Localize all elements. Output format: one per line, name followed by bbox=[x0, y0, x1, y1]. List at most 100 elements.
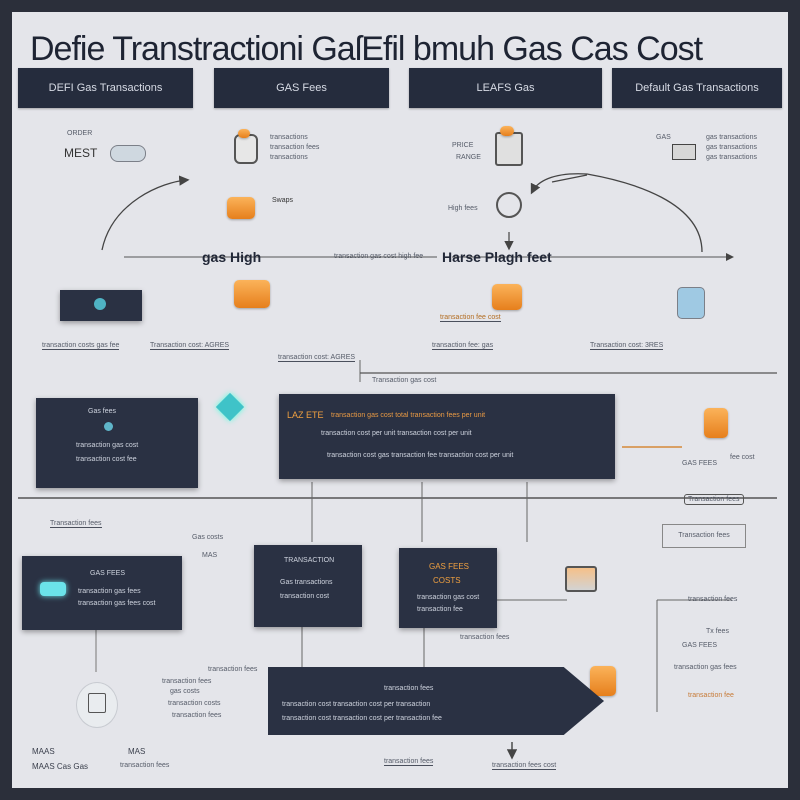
arrow-summary-panel: transaction fees transaction cost transa… bbox=[268, 667, 604, 735]
transaction-card-line: transaction cost bbox=[280, 593, 329, 600]
bottom-left-1: transaction fees bbox=[162, 678, 211, 685]
gas-coin-icon bbox=[500, 126, 514, 136]
lower-left-label-3: MAS bbox=[202, 552, 217, 559]
right-side-label1: GAS FEES bbox=[682, 460, 717, 467]
right-stack-3: GAS FEES bbox=[682, 642, 717, 649]
arrow-panel-title: transaction fees bbox=[384, 685, 433, 692]
gas-high-label: gas High bbox=[202, 249, 261, 265]
range-label: RANGE bbox=[456, 154, 481, 161]
token-icon bbox=[94, 298, 106, 310]
tab-leafs-gas[interactable]: LEAFS Gas bbox=[409, 68, 602, 108]
row-text-5: Transaction cost: 3RES bbox=[590, 342, 663, 350]
cube-icon bbox=[76, 682, 118, 728]
mest-label: MEST bbox=[64, 146, 97, 160]
mid-caption: transaction gas cost high fee bbox=[334, 253, 423, 260]
row-text-3: transaction cost: AGRES bbox=[278, 354, 355, 362]
gas-fees-panel: Gas fees transaction gas cost transactio… bbox=[36, 398, 198, 488]
tab-default-transactions[interactable]: Default Gas Transactions bbox=[612, 68, 782, 108]
row-text-4: transaction fee: gas bbox=[432, 342, 493, 350]
right-desc-2: gas transactions bbox=[706, 144, 757, 151]
gas-costs-card-title: GAS FEES bbox=[429, 562, 469, 571]
bottom-right-coin-icon bbox=[590, 666, 616, 696]
left-desc-3: transactions bbox=[270, 154, 308, 161]
right-tag-box: Transaction fees bbox=[662, 524, 746, 548]
gas-fees-card: GAS FEES transaction gas fees transactio… bbox=[22, 556, 182, 630]
center-panel-title-tail: transaction gas cost total transaction f… bbox=[331, 412, 485, 419]
row-text-1: transaction costs gas fee bbox=[42, 342, 119, 350]
bottom-label-fees: transaction fees bbox=[120, 762, 169, 769]
right-coin-icon bbox=[704, 408, 728, 438]
harse-high-label: Harse Plagh feet bbox=[442, 249, 552, 265]
gas-label: GAS bbox=[656, 134, 671, 141]
order-label: ORDER bbox=[67, 130, 92, 137]
right-stack-5: transaction fee bbox=[688, 692, 734, 699]
left-desc-2: transaction fees bbox=[270, 144, 319, 151]
diagram-canvas: Defie Transtractioni GaſEfil bmuh Gas Ca… bbox=[12, 12, 788, 788]
bottom-left-2: gas costs bbox=[170, 688, 200, 695]
gauge-icon bbox=[496, 192, 522, 218]
right-desc-3: gas transactions bbox=[706, 154, 757, 161]
wallet-icon bbox=[234, 134, 258, 164]
price-label: PRICE bbox=[452, 142, 473, 149]
gas-fees-card-line1: transaction gas fees bbox=[78, 588, 141, 595]
tab-defi-transactions[interactable]: DEFI Gas Transactions bbox=[18, 68, 193, 108]
row-divider-label: Transaction gas cost bbox=[372, 377, 436, 384]
gas-fees-panel-line1: transaction gas cost bbox=[76, 442, 138, 449]
gas-fees-panel-title: Gas fees bbox=[88, 408, 116, 415]
transaction-card-subtitle: Gas transactions bbox=[280, 579, 333, 586]
right-tag: Transaction fees bbox=[684, 494, 744, 505]
bottom-center-1: transaction fees bbox=[384, 758, 433, 766]
arrow-panel-line2: transaction cost transaction cost per tr… bbox=[282, 715, 442, 722]
coin-stack-icon bbox=[227, 197, 255, 219]
arrow-panel-line1: transaction cost transaction cost per tr… bbox=[282, 701, 430, 708]
gas-costs-card-subtitle: COSTS bbox=[433, 576, 461, 585]
swaps-label: Swaps bbox=[272, 197, 293, 204]
bottom-label-mas: MAS bbox=[128, 747, 145, 756]
gas-costs-card-caption: transaction fees bbox=[460, 634, 509, 641]
center-panel-line2: transaction cost gas transaction fee tra… bbox=[327, 452, 513, 459]
small-dark-panel bbox=[60, 290, 142, 321]
coin-pile-icon bbox=[234, 280, 270, 308]
card-icon bbox=[672, 144, 696, 160]
right-stack-2: Tx fees bbox=[706, 628, 729, 635]
coin-caption: transaction fee cost bbox=[440, 314, 501, 322]
database-icon bbox=[677, 287, 705, 319]
blockchain-icon bbox=[110, 145, 146, 162]
server-icon bbox=[565, 566, 597, 592]
right-stack-4: transaction gas fees bbox=[674, 664, 737, 671]
dot-icon bbox=[104, 422, 113, 431]
high-fees-label: High fees bbox=[448, 205, 478, 212]
gas-costs-card: GAS FEES COSTS transaction gas cost tran… bbox=[399, 548, 497, 628]
tab-gas-fees[interactable]: GAS Fees bbox=[214, 68, 389, 108]
lower-left-label-2: Gas costs bbox=[192, 534, 223, 541]
bottom-left-4: transaction fees bbox=[172, 712, 221, 719]
coin-icon bbox=[238, 129, 250, 138]
cube-inner-icon bbox=[88, 693, 106, 713]
center-panel-line1: transaction cost per unit transaction co… bbox=[321, 430, 472, 437]
bottom-label-maas-cas: MAAS Cas Gas bbox=[32, 762, 88, 771]
transaction-card: TRANSACTION Gas transactions transaction… bbox=[254, 545, 362, 627]
transaction-card-title: TRANSACTION bbox=[284, 557, 334, 564]
center-panel-title: LAZ ETE bbox=[287, 410, 324, 420]
bottom-left-3: transaction costs bbox=[168, 700, 221, 707]
page-title: Defie Transtractioni GaſEfil bmuh Gas Ca… bbox=[30, 30, 702, 69]
bottom-center-2: transaction fees cost bbox=[492, 762, 556, 770]
cyan-token-icon bbox=[40, 582, 66, 596]
right-side-label2: fee cost bbox=[730, 454, 755, 461]
bottom-label-maas: MAAS bbox=[32, 747, 55, 756]
orange-connector bbox=[622, 446, 682, 448]
bottom-left-5: transaction fees bbox=[208, 666, 257, 673]
coin-pile-icon-2 bbox=[492, 284, 522, 310]
gas-costs-card-line1: transaction gas cost bbox=[417, 594, 479, 601]
gas-fees-panel-line2: transaction cost fee bbox=[76, 456, 137, 463]
right-desc-1: gas transactions bbox=[706, 134, 757, 141]
row-text-2: Transaction cost: AGRES bbox=[150, 342, 229, 350]
center-cost-panel: LAZ ETE transaction gas cost total trans… bbox=[279, 394, 615, 479]
lower-left-label-1: Transaction fees bbox=[50, 520, 102, 528]
gas-fees-card-title: GAS FEES bbox=[90, 570, 125, 577]
gas-costs-card-line2: transaction fee bbox=[417, 606, 463, 613]
right-stack-1: transaction fees bbox=[688, 596, 737, 603]
gas-pump-icon bbox=[495, 132, 523, 166]
left-desc-1: transactions bbox=[270, 134, 308, 141]
gas-fees-card-line2: transaction gas fees cost bbox=[78, 600, 155, 607]
